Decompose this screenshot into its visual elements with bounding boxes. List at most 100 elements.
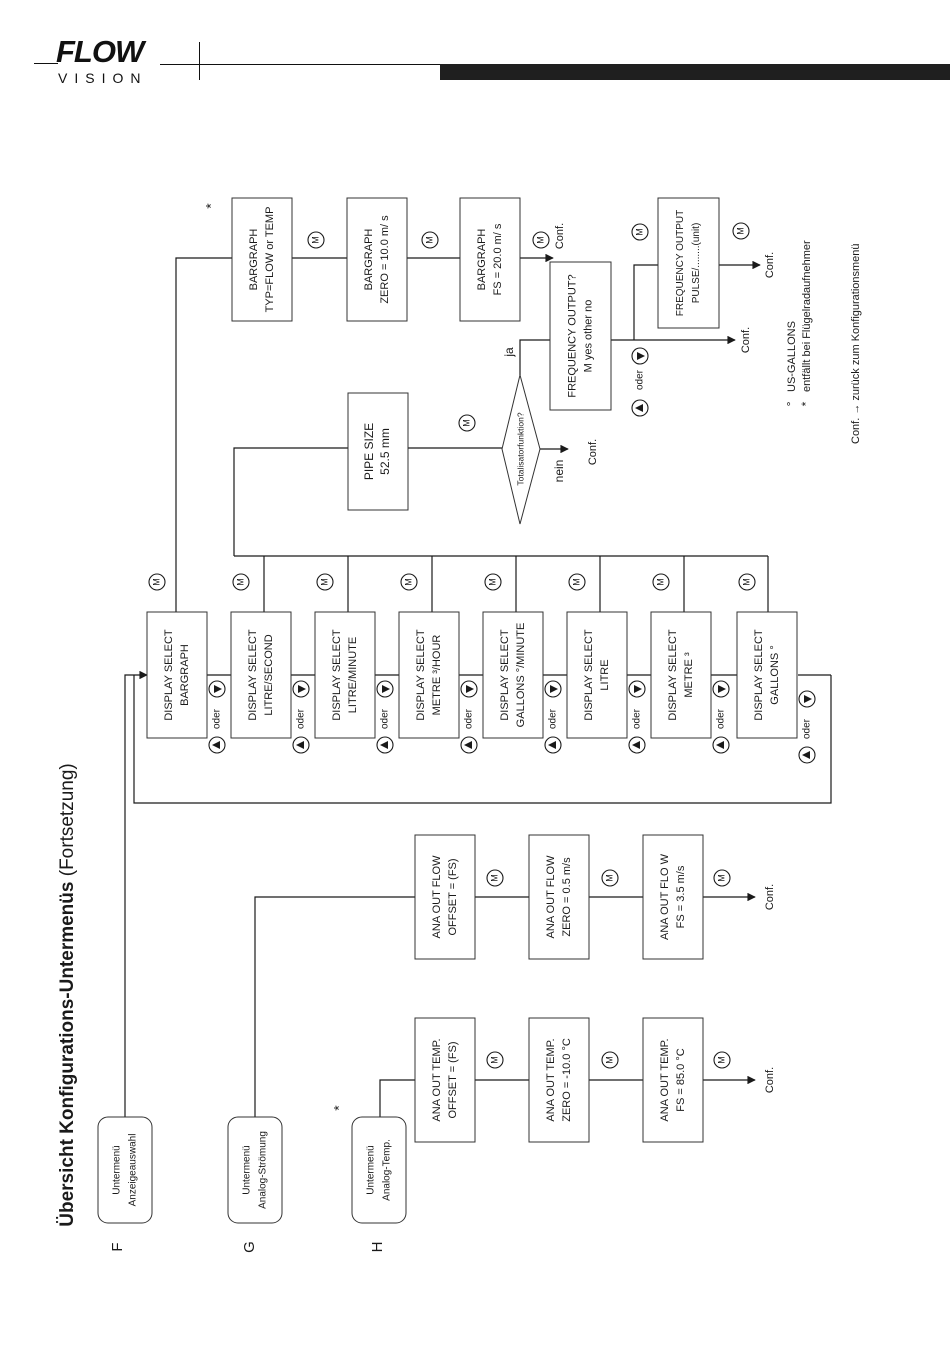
up-key-0-glyph — [212, 741, 220, 749]
ana-flow-2-box — [642, 834, 704, 960]
bargraph-1-line2: ZERO = 10.0 m/ s — [379, 215, 391, 304]
ana-flow-conf: Conf. — [764, 884, 776, 910]
unit-to-pipe — [233, 447, 348, 556]
submenu-h-box — [351, 1116, 407, 1224]
logo-rule — [34, 63, 58, 64]
totalisator-ja-line — [519, 339, 550, 375]
ana-flow-m-2-label: M — [716, 874, 726, 882]
up-key-5-glyph — [632, 741, 640, 749]
logo-main-text: FLOW — [56, 34, 144, 69]
bargraph-star: * — [203, 203, 219, 209]
submenu-g-line1: Untermenü — [242, 1145, 253, 1194]
ana-flow-m-0-circle — [486, 869, 504, 887]
totalisator-diamond — [501, 374, 541, 525]
down-key-2-glyph — [382, 685, 390, 693]
ana-temp-m-1-label: M — [604, 1056, 614, 1064]
ana-temp-conf: Conf. — [764, 1067, 776, 1093]
display-select-2-box — [314, 611, 376, 739]
display-select-4-line1: DISPLAY SELECT — [499, 629, 511, 721]
up-key-3-glyph — [464, 741, 472, 749]
ds-m-key-3-circle — [400, 573, 418, 591]
submenu-h-line1: Untermenü — [366, 1145, 377, 1194]
ds-m-key-1-circle — [232, 573, 250, 591]
header-black-bar — [440, 64, 950, 80]
display-select-1-line2: LITRE/SECOND — [263, 634, 275, 715]
f-loop-return — [133, 675, 832, 804]
ds-m-key-1-label: M — [235, 578, 245, 586]
bargraph-m-0-circle — [307, 231, 325, 249]
ana-temp-m-0-label: M — [489, 1056, 499, 1064]
down-key-5-glyph — [634, 685, 642, 693]
oder-label-4: oder — [548, 708, 559, 729]
bargraph-branch — [175, 257, 232, 612]
up-key-6-glyph — [716, 741, 724, 749]
connector-lines — [124, 253, 832, 1117]
down-key-6-glyph — [718, 685, 726, 693]
pipe-m-key-circle — [458, 414, 476, 432]
display-select-4-box — [482, 611, 544, 739]
bargraph-conf: Conf. — [554, 223, 566, 249]
ana-temp-2-line1: ANA OUT TEMP. — [659, 1038, 671, 1121]
pulse-conf: Conf. — [764, 252, 776, 278]
submenu-f-line1: Untermenü — [112, 1145, 123, 1194]
pulse-m-key-circle — [732, 222, 750, 240]
frequency-output-line2: PULSE/........(unit) — [691, 223, 702, 304]
ds-m-key-0-circle — [148, 573, 166, 591]
ds-m-key-5-circle — [568, 573, 586, 591]
oder-label-3: oder — [464, 708, 475, 729]
display-select-1-box — [230, 611, 292, 739]
ds-m-key-6-circle — [652, 573, 670, 591]
ana-flow-m-1-label: M — [604, 874, 614, 882]
submenu-f-line2: Anzeigeauswahl — [128, 1134, 139, 1207]
legend-text-0: US-GALLONS — [786, 321, 798, 392]
ds-m-key-6-label: M — [655, 578, 665, 586]
display-select-5-line2: LITRE — [599, 659, 611, 690]
ana-flow-2-line2: FS = 3.5 m/s — [675, 865, 687, 928]
ds-m-key-2-label: M — [319, 578, 329, 586]
oder-label-5: oder — [632, 708, 643, 729]
ana-temp-1-line2: ZERO = -10.0 °C — [561, 1038, 573, 1122]
bargraph-m-2-circle — [532, 231, 550, 249]
freq-oder-label: oder — [635, 369, 646, 390]
ds-m-key-4-label: M — [487, 578, 497, 586]
legend-symbol-1: * — [799, 401, 813, 406]
bargraph-m-1-circle — [421, 231, 439, 249]
bargraph-0-box — [231, 197, 293, 322]
display-select-7-line1: DISPLAY SELECT — [753, 629, 765, 721]
ana-flow-m-2-circle — [713, 869, 731, 887]
display-select-7-line2: GALLONS ° — [769, 645, 781, 704]
frequency-output-box — [657, 197, 720, 329]
freq-q-to-pulse — [633, 264, 658, 340]
ana-temp-1-line1: ANA OUT TEMP. — [545, 1038, 557, 1121]
display-select-2-line2: LITRE/MINUTE — [347, 637, 359, 713]
oder-label-1: oder — [296, 708, 307, 729]
legend-text-2: Conf. → zurück zum Konfigurationsmenü — [850, 243, 862, 444]
up-key-4-glyph — [548, 741, 556, 749]
submenu-h-star: * — [331, 1105, 347, 1111]
down-key-0-glyph — [214, 685, 222, 693]
ana-temp-m-2-label: M — [716, 1056, 726, 1064]
ana-flow-0-line2: OFFSET = (FS) — [447, 858, 459, 935]
header-vertical-rule — [199, 42, 200, 80]
display-select-3-line2: METRE ³/HOUR — [431, 635, 443, 716]
ana-flow-0-line1: ANA OUT FLOW — [431, 855, 443, 939]
pulse-m-key-label: M — [735, 227, 745, 235]
display-select-1-line1: DISPLAY SELECT — [247, 629, 259, 721]
ana-temp-2-box — [642, 1017, 704, 1143]
section-letter-g: G — [241, 1241, 258, 1253]
oder-label-0: oder — [212, 708, 223, 729]
oder-label-6: oder — [716, 708, 727, 729]
down-key-1-glyph — [298, 685, 306, 693]
f-entry-line — [124, 670, 148, 1117]
ana-flow-1-box — [528, 834, 590, 960]
ana-flow-2-line1: ANA OUT FLO W — [659, 853, 671, 940]
oder-label-7: oder — [802, 718, 813, 739]
ana-temp-1-box — [528, 1017, 590, 1143]
oder-label-2: oder — [380, 708, 391, 729]
ana-temp-0-box — [414, 1017, 476, 1143]
section-letter-h: H — [369, 1242, 386, 1253]
ana-temp-0-line1: ANA OUT TEMP. — [431, 1038, 443, 1121]
diagram-nodes: Übersicht Konfigurations-Untermenüs (For… — [57, 197, 862, 1253]
